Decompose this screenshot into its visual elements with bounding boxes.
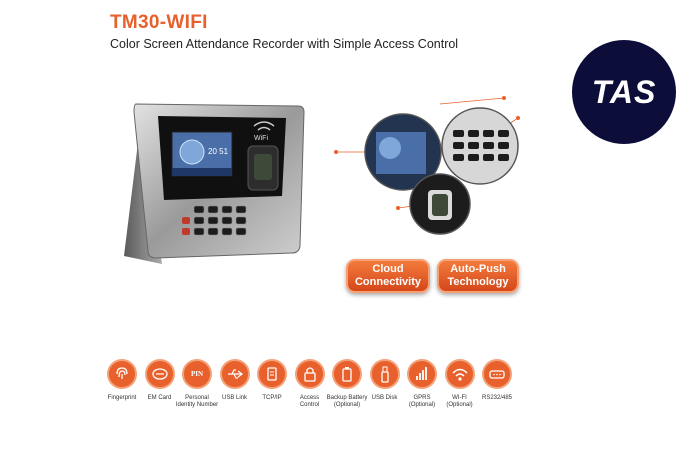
feature-item: Fingerprint [103, 359, 141, 402]
feature-item: TCP/IP [253, 359, 291, 402]
usb-disk-icon [369, 359, 400, 389]
feature-item: EM Card [141, 359, 179, 402]
wifi-icon [444, 359, 475, 389]
feature-label: USB Link [221, 395, 247, 401]
pin-glyph: PIN [190, 370, 204, 378]
push-line2: Technology [447, 276, 509, 288]
feature-item: GPRS(Optional) [403, 359, 441, 409]
tas-logo: TAS [572, 40, 676, 144]
feature-label: EM Card [147, 395, 172, 401]
access-control-icon [294, 359, 325, 389]
push-line1: Auto-Push [450, 263, 506, 275]
device-screen-time: 20 51 [208, 147, 229, 156]
feature-item: WI-FI(Optional) [441, 359, 479, 409]
feature-label: WI-FI(Optional) [446, 395, 473, 408]
fingerprint-icon [107, 359, 137, 389]
feature-item: USB Disk [366, 359, 404, 402]
product-title: TM30-WIFI [110, 12, 208, 33]
feature-item: USB Link [216, 359, 254, 402]
gprs-icon [407, 359, 437, 389]
feature-label: GPRS(Optional) [408, 395, 436, 408]
backup-battery-icon [332, 359, 362, 389]
cloud-line2: Connectivity [354, 276, 421, 288]
cloud-line1: Cloud [372, 263, 404, 275]
device-image: 20 51 WiFi [124, 103, 305, 264]
tcpip-icon [257, 359, 287, 389]
logo-text: TAS [591, 73, 657, 110]
usb-link-icon [219, 359, 250, 389]
feature-label: Backup Battery(Optional) [326, 395, 368, 408]
feature-label: TCP/IP [262, 395, 282, 401]
feature-item: RS232/485 [478, 359, 516, 402]
feature-item: Backup Battery(Optional) [327, 359, 367, 409]
feature-label: RS232/485 [481, 395, 513, 401]
rs232-icon [482, 359, 512, 389]
detail-callouts [334, 96, 520, 235]
product-subtitle: Color Screen Attendance Recorder with Si… [110, 37, 459, 51]
feature-label: USB Disk [371, 395, 398, 401]
device-brand: WiFi [254, 135, 268, 142]
pin-icon: PIN [182, 359, 212, 389]
em-card-icon [144, 359, 175, 389]
feature-label: Fingerprint [107, 395, 137, 401]
